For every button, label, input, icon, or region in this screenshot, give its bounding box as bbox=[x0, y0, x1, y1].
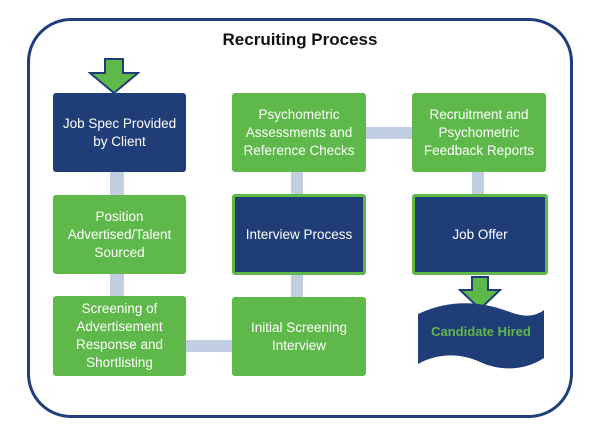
diagram-title: Recruiting Process bbox=[222, 30, 378, 49]
banner-wave-icon bbox=[418, 303, 544, 369]
step-interview-process: Interview Process bbox=[232, 194, 366, 275]
connector-position-screening bbox=[110, 274, 124, 296]
arrow-down-icon bbox=[88, 58, 140, 94]
connector-feedback-joboffer bbox=[472, 172, 484, 194]
arrow-down-icon bbox=[458, 276, 502, 310]
connector-initial-interview bbox=[291, 275, 303, 297]
step-psychometric-assessments: Psychometric Assessments and Reference C… bbox=[232, 93, 366, 172]
step-job-offer: Job Offer bbox=[412, 194, 548, 275]
connector-psychometric-feedback bbox=[366, 127, 412, 139]
connector-screening-initial bbox=[186, 340, 232, 352]
step-screening-advertisement: Screening of Advertisement Response and … bbox=[53, 296, 186, 376]
step-initial-screening: Initial Screening Interview bbox=[232, 297, 366, 376]
connector-jobspec-position bbox=[110, 172, 124, 195]
step-candidate-hired: Candidate Hired bbox=[431, 324, 531, 339]
step-feedback-reports: Recruitment and Psychometric Feedback Re… bbox=[412, 93, 546, 172]
step-position-advertised: Position Advertised/Talent Sourced bbox=[53, 195, 186, 274]
connector-interview-psychometric bbox=[291, 172, 303, 194]
step-job-spec: Job Spec Provided by Client bbox=[53, 93, 186, 172]
